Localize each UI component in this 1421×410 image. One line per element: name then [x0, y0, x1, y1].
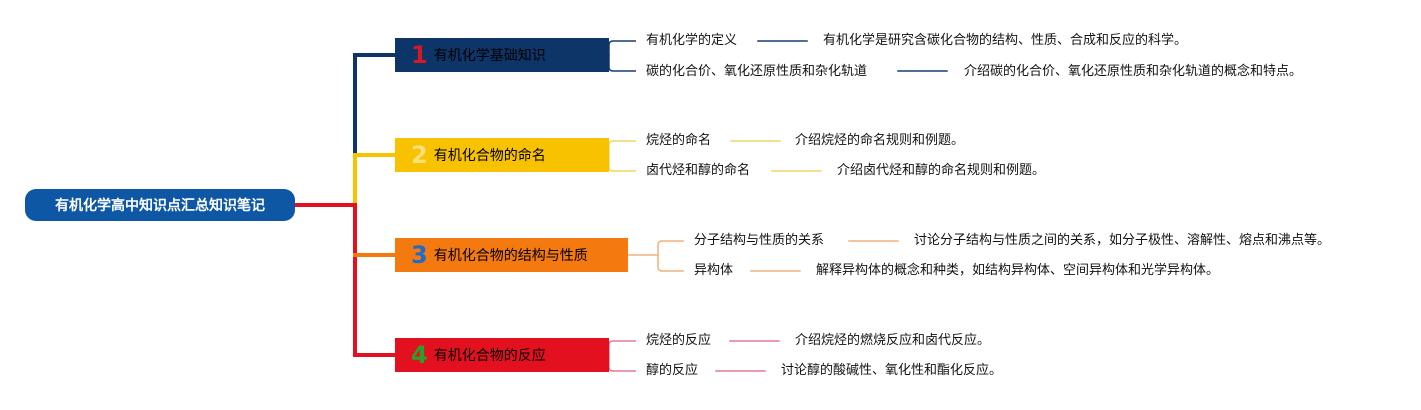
branch-1-topic-1: 有机化学的定义: [646, 33, 738, 48]
branch-3-bracket-top: [657, 240, 684, 255]
branch-3-desc-1: 讨论分子结构与性质之间的关系，如分子极性、溶解性、熔点和沸点等。: [914, 233, 1331, 248]
branch-2-bracket-bottom: [608, 155, 636, 172]
branch-4-topic-2: 醇的反应: [646, 363, 699, 378]
branch-3-topic-1: 分子结构与性质的关系: [694, 233, 825, 248]
branch-4-label: 有机化合物的反应: [433, 348, 546, 364]
branch-1-desc-2: 介绍碳的化合价、氧化还原性质和杂化轨道的概念和特点。: [964, 64, 1303, 79]
branch-4-bracket-bottom: [608, 355, 636, 372]
branch-2-topic-2: 卤代烃和醇的命名: [646, 163, 751, 178]
branch-4-desc-2: 讨论醇的酸碱性、氧化性和酯化反应。: [781, 363, 1003, 378]
root-node: 有机化学高中知识点汇总知识笔记: [25, 189, 295, 221]
branch-1-bracket-bottom: [608, 55, 636, 72]
branch-1-node: 1 有机化学基础知识: [395, 38, 609, 72]
branch-1-desc-1: 有机化学是研究含碳化合物的结构、性质、合成和反应的科学。: [823, 33, 1188, 48]
branch-3-topic-2: 异构体: [694, 263, 734, 278]
branch-1-topic-2: 碳的化合价、氧化还原性质和杂化轨道: [646, 64, 868, 79]
branch-1-bracket-top: [608, 40, 636, 55]
branch-3-number: 3: [411, 241, 428, 269]
branch-3-bracket-bottom: [657, 255, 684, 272]
branch-4-number: 4: [411, 341, 428, 369]
branch-2-desc-2: 介绍卤代烃和醇的命名规则和例题。: [837, 163, 1046, 178]
branch-1-number: 1: [411, 41, 428, 69]
branch-2-desc-1: 介绍烷烃的命名规则和例题。: [795, 133, 965, 148]
branch-4-topic-1: 烷烃的反应: [646, 333, 712, 348]
branch-2-number: 2: [411, 141, 428, 169]
branch-4-desc-1: 介绍烷烃的燃烧反应和卤代反应。: [795, 333, 991, 348]
branch-2-topic-1: 烷烃的命名: [646, 133, 712, 148]
branch-4-bracket-top: [608, 340, 636, 355]
branch-3-node: 3 有机化合物的结构与性质: [395, 238, 628, 272]
branch-3-desc-2: 解释异构体的概念和种类，如结构异构体、空间异构体和光学异构体。: [816, 263, 1220, 278]
branch-2-node: 2 有机化合物的命名: [395, 138, 609, 172]
branch-2-label: 有机化合物的命名: [433, 148, 546, 164]
branch-4-node: 4 有机化合物的反应: [395, 338, 609, 372]
branch-3-label: 有机化合物的结构与性质: [433, 248, 588, 264]
branch-2-bracket-top: [608, 140, 636, 155]
branch-1-label: 有机化学基础知识: [433, 48, 546, 64]
